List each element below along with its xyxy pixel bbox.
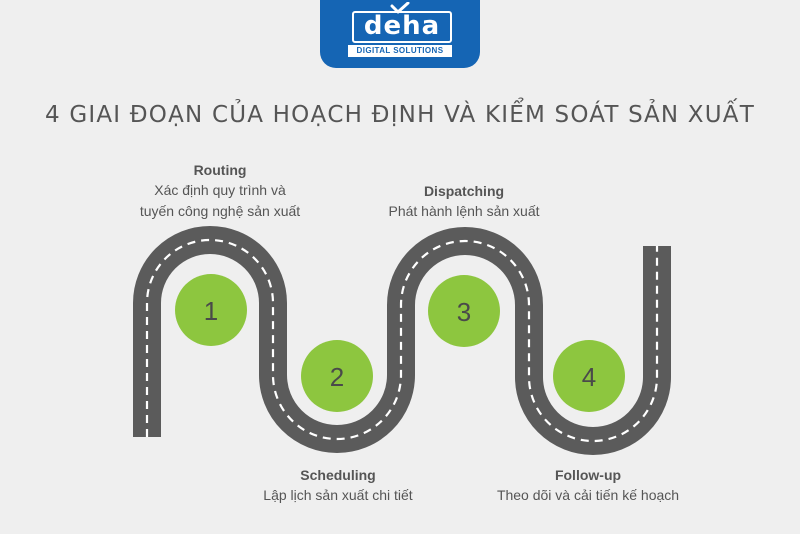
logo-subtitle: DIGITAL SOLUTIONS — [348, 45, 452, 57]
stage-3-number: 3 — [457, 297, 471, 327]
stage-2-circle — [301, 340, 373, 412]
logo-wordmark: deha — [352, 11, 452, 43]
stage-4-label: Follow-up Theo dõi và cải tiến kế hoạch — [458, 465, 718, 506]
stage-4-desc: Theo dõi và cải tiến kế hoạch — [496, 487, 680, 503]
stage-1-number: 1 — [204, 296, 218, 326]
stage-4-marker: 4 — [553, 340, 625, 412]
page-title: 4 GIAI ĐOẠN CỦA HOẠCH ĐỊNH VÀ KIỂM SOÁT … — [44, 102, 755, 128]
stage-3-circle — [428, 275, 500, 347]
stage-1-desc-line2: tuyến công nghệ sản xuất — [139, 203, 301, 219]
stage-2-name: Scheduling — [300, 467, 376, 483]
stage-1-name: Routing — [193, 162, 247, 178]
stage-1-marker: 1 — [175, 274, 247, 346]
stage-3-label: Dispatching Phát hành lệnh sản xuất — [344, 181, 584, 222]
stage-3-marker: 3 — [428, 275, 500, 347]
stage-2-number: 2 — [330, 362, 344, 392]
logo-check-icon — [390, 2, 410, 14]
stage-1-circle — [175, 274, 247, 346]
road-center-dashes — [145, 238, 659, 443]
stage-3-name: Dispatching — [423, 183, 505, 199]
stage-1-label: Routing Xác định quy trình và tuyến công… — [100, 160, 340, 222]
stage-2-label: Scheduling Lập lịch sản xuất chi tiết — [218, 465, 458, 506]
stage-4-name: Follow-up — [554, 467, 622, 483]
stage-1-desc-line1: Xác định quy trình và — [154, 182, 286, 198]
stage-2-marker: 2 — [301, 340, 373, 412]
logo: deha DIGITAL SOLUTIONS — [320, 0, 480, 68]
stage-2-desc: Lập lịch sản xuất chi tiết — [263, 487, 413, 503]
stage-4-number: 4 — [582, 362, 596, 392]
stage-3-desc: Phát hành lệnh sản xuất — [388, 203, 540, 219]
stage-4-circle — [553, 340, 625, 412]
